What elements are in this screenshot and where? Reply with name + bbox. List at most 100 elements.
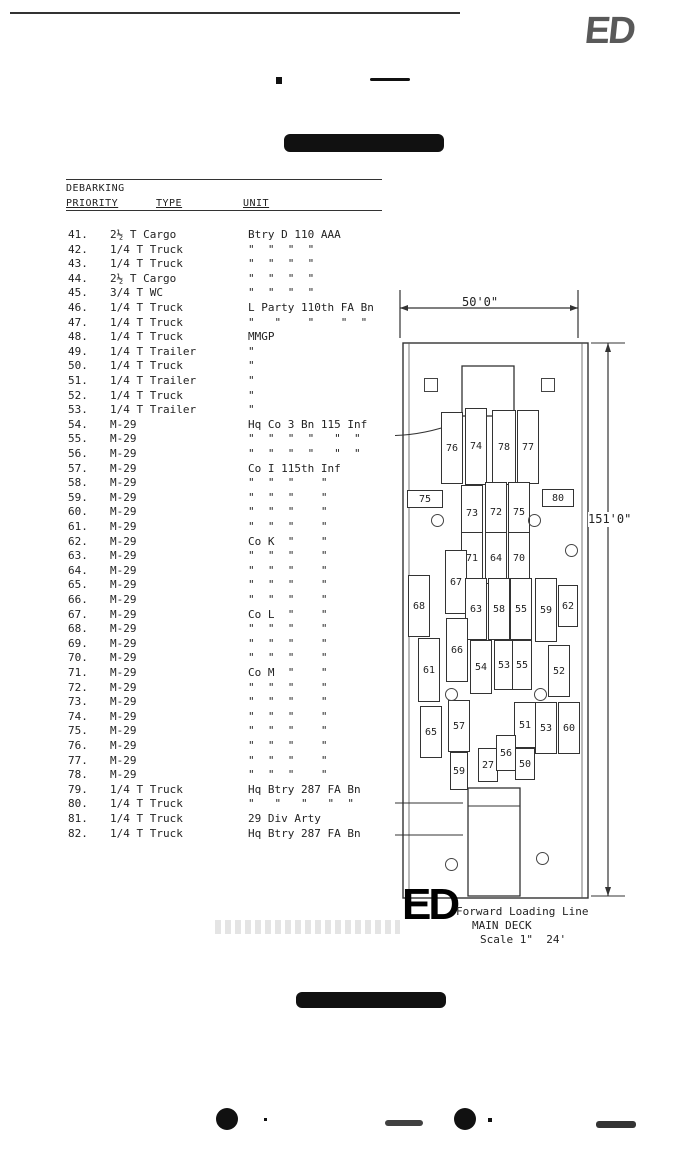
unit-cell: Hq Co 3 Bn 115 Inf	[248, 417, 368, 431]
priority-cell: 76.	[68, 739, 88, 752]
priority-cell: 52.	[68, 388, 88, 402]
stamp-faded-band	[215, 920, 400, 934]
unit-cell: "	[248, 359, 255, 373]
type-cell: 1/4 T Truck	[110, 301, 183, 314]
type-cell: M-29	[110, 505, 137, 519]
vehicle-block: 59	[450, 752, 468, 790]
deck-diagram	[395, 290, 625, 899]
unit-cell: " " " " "	[248, 315, 368, 329]
vehicle-block: 50	[515, 748, 535, 780]
table-header-rule-bottom	[66, 210, 382, 211]
vehicle-label: 76	[445, 442, 459, 454]
priority-cell: 75.	[68, 724, 88, 738]
vehicle-label: 73	[465, 508, 479, 519]
unit-cell: " " " "	[248, 622, 328, 636]
vehicle-label: 67	[449, 576, 463, 588]
unit-cell: Btry D 110 AAA	[248, 228, 341, 241]
tie-down-circle	[445, 858, 458, 871]
tie-down-circle	[528, 514, 541, 527]
punch-hole	[216, 1108, 238, 1130]
type-cell: 1/4 T Truck	[110, 242, 183, 256]
classification-stamp-top: ED	[582, 10, 637, 52]
unit-cell: " " " "	[248, 695, 328, 709]
unit-cell: " " " "	[248, 593, 328, 606]
unit-cell: " " " "	[248, 563, 328, 577]
type-cell: 1/4 T Truck	[110, 330, 183, 344]
caption-main-deck: MAIN DECK	[472, 919, 532, 932]
type-cell: 1/4 T Truck	[110, 812, 183, 825]
vehicle-block: 72	[485, 482, 507, 542]
unit-cell: " " " "	[248, 549, 328, 563]
vehicle-block: 56	[496, 735, 516, 771]
ink-speck	[276, 77, 282, 84]
priority-cell: 59.	[68, 490, 88, 504]
priority-cell: 61.	[68, 520, 88, 533]
unit-cell: " " " "	[248, 476, 328, 490]
type-cell: M-29	[110, 534, 137, 548]
vehicle-label: 61	[422, 664, 436, 676]
ink-speck	[385, 1120, 423, 1126]
vehicle-block: 61	[418, 638, 440, 702]
priority-cell: 60.	[68, 505, 88, 519]
priority-cell: 68.	[68, 622, 88, 636]
vehicle-block: 52	[548, 645, 570, 697]
header-debarking: DEBARKING	[66, 183, 125, 194]
type-cell: 1/4 T Truck	[110, 359, 183, 373]
priority-cell: 51.	[68, 374, 88, 387]
vehicle-label: 52	[552, 665, 566, 677]
priority-cell: 77.	[68, 753, 88, 767]
header-unit: UNIT	[243, 198, 270, 209]
tie-down-square	[424, 378, 438, 392]
vehicle-label: 71	[465, 552, 479, 564]
type-cell: 1/4 T Trailer	[110, 374, 197, 387]
priority-cell: 41.	[68, 228, 88, 241]
top-rule	[10, 12, 460, 14]
type-cell: M-29	[110, 680, 137, 694]
type-cell: 1/4 T Truck	[110, 797, 183, 811]
type-cell: M-29	[110, 549, 137, 563]
type-cell: M-29	[110, 417, 137, 431]
priority-cell: 58.	[68, 476, 88, 490]
priority-cell: 73.	[68, 695, 88, 709]
type-cell: 1/4 T Trailer	[110, 403, 197, 417]
unit-cell: " " " "	[248, 490, 328, 504]
vehicle-label: 77	[521, 441, 535, 453]
type-cell: M-29	[110, 651, 137, 665]
type-cell: M-29	[110, 695, 137, 709]
vehicle-label: 64	[489, 552, 503, 564]
priority-cell: 82.	[68, 826, 88, 840]
vehicle-label: 54	[474, 661, 488, 673]
priority-cell: 81.	[68, 812, 88, 825]
priority-cell: 47.	[68, 315, 88, 329]
unit-cell: Co I 115th Inf	[248, 461, 341, 475]
vehicle-block: 62	[558, 585, 578, 627]
unit-cell: 29 Div Arty	[248, 812, 321, 825]
vehicle-block: 74	[465, 408, 487, 485]
tie-down-circle	[565, 544, 578, 557]
vehicle-block: 60	[558, 702, 580, 754]
type-cell: 1/4 T Truck	[110, 257, 183, 271]
priority-cell: 50.	[68, 359, 88, 373]
vehicle-label: 63	[469, 603, 483, 615]
tie-down-circle	[536, 852, 549, 865]
ink-speck	[370, 78, 410, 81]
priority-cell: 46.	[68, 301, 88, 314]
unit-cell: " " " "	[248, 651, 328, 665]
unit-cell: MMGP	[248, 330, 275, 344]
type-cell: M-29	[110, 636, 137, 650]
vehicle-label: 68	[412, 600, 426, 612]
priority-cell: 55.	[68, 432, 88, 446]
priority-cell: 64.	[68, 563, 88, 577]
unit-cell: L Party 110th FA Bn	[248, 301, 374, 314]
priority-cell: 54.	[68, 417, 88, 431]
type-cell: M-29	[110, 476, 137, 490]
unit-cell: "	[248, 344, 255, 358]
type-cell: M-29	[110, 666, 137, 679]
type-cell: M-29	[110, 593, 137, 606]
unit-cell: " " " "	[248, 242, 315, 256]
priority-cell: 63.	[68, 549, 88, 563]
type-cell: M-29	[110, 768, 137, 782]
priority-cell: 57.	[68, 461, 88, 475]
vehicle-label: 78	[497, 442, 511, 453]
